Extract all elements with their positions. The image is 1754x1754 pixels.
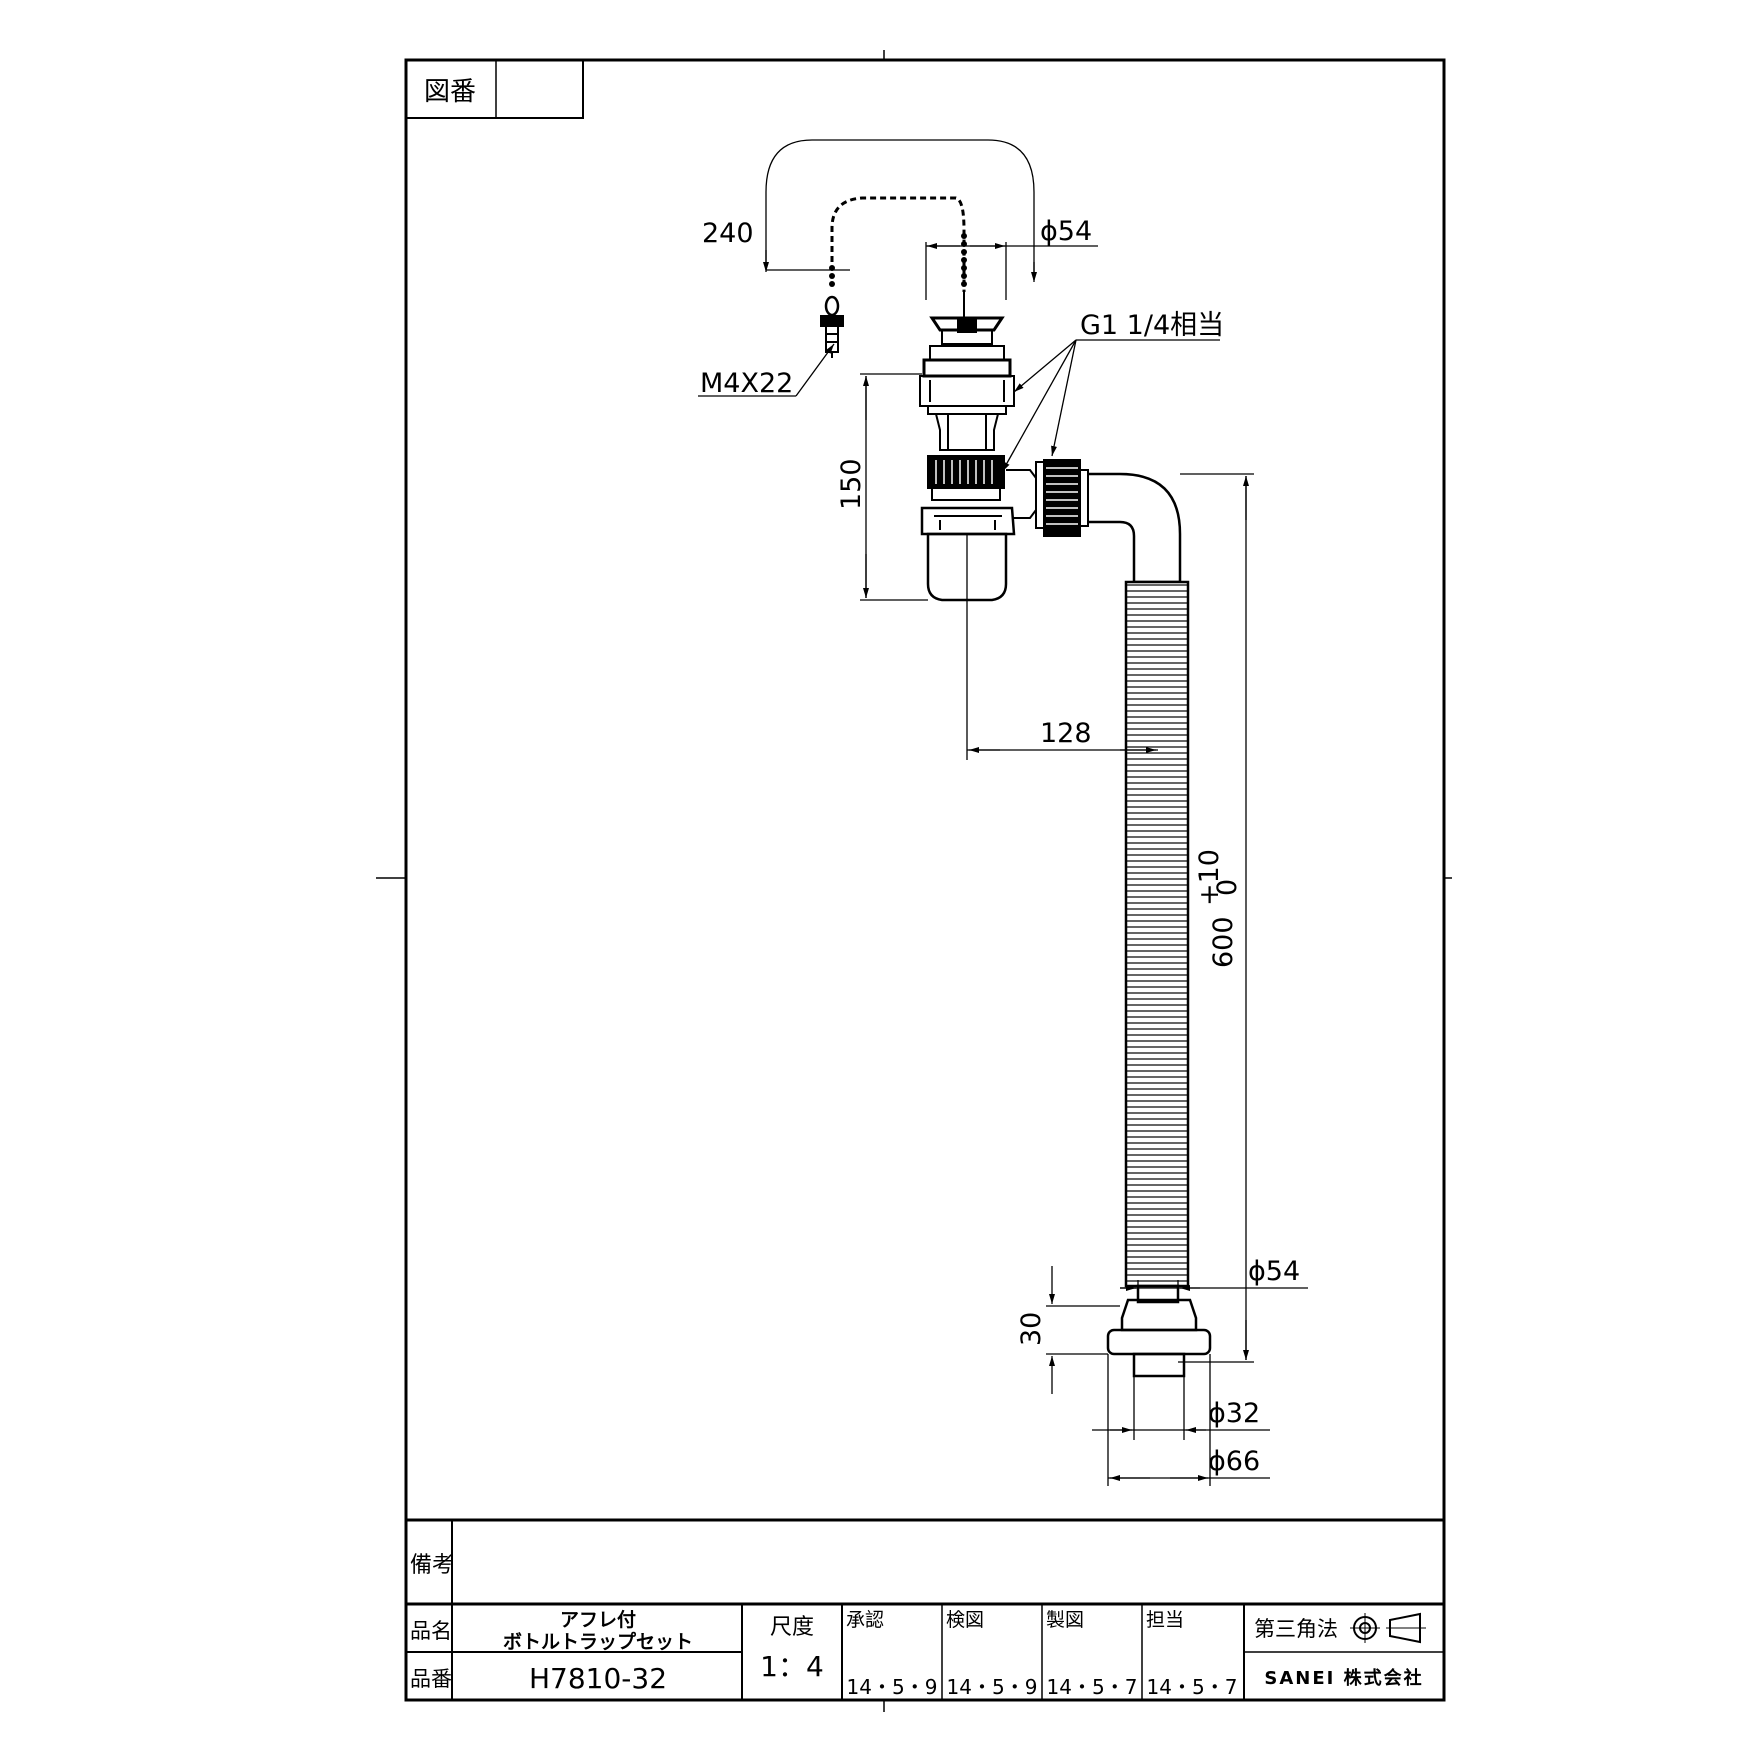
chain-beads bbox=[829, 233, 967, 287]
dim-hose-offset: 128 bbox=[1040, 718, 1092, 749]
corrugated-hose bbox=[1124, 580, 1190, 1288]
elbow-pipe bbox=[1088, 472, 1182, 584]
upper-body bbox=[919, 345, 1015, 451]
dimension-labels: 240 ϕ54 G1 1/4相当 M4X22 150 128 600 +10 0… bbox=[700, 216, 1300, 1477]
dim-hose-tol-upper: +10 bbox=[1194, 849, 1225, 906]
dim-chain-length: 240 bbox=[702, 218, 754, 249]
dim-socket-height: 30 bbox=[1016, 1312, 1047, 1346]
scale-value: 1：4 bbox=[760, 1650, 824, 1683]
trap-bowl bbox=[920, 506, 1016, 602]
dim-top-diameter: ϕ54 bbox=[1040, 216, 1092, 247]
scale-label: 尺度 bbox=[770, 1615, 814, 1640]
drain-plug bbox=[929, 290, 1005, 345]
approval-date-4: 14・5・7 bbox=[1147, 1675, 1238, 1699]
projection-label: 第三角法 bbox=[1254, 1617, 1338, 1641]
chain bbox=[830, 196, 966, 292]
chain-screw bbox=[820, 295, 844, 358]
drawing-number-label: 図番 bbox=[424, 77, 476, 107]
product-name-label: 品名 bbox=[410, 1619, 452, 1643]
drawing-number-box: 図番 bbox=[405, 59, 584, 119]
dim-bottom-diameter: ϕ54 bbox=[1248, 1256, 1300, 1287]
dim-screw: M4X22 bbox=[700, 368, 793, 399]
title-block: 備考 品名 アフレ付 ボトルトラップセット 品番 H7810-32 尺度 1：4… bbox=[406, 1518, 1444, 1700]
side-outlet bbox=[1006, 459, 1089, 537]
approval-date-2: 14・5・9 bbox=[947, 1675, 1038, 1699]
product-name-line1: アフレ付 bbox=[560, 1608, 636, 1631]
approval-label-1: 承認 bbox=[846, 1609, 884, 1631]
product-number: H7810-32 bbox=[529, 1662, 667, 1695]
approval-date-3: 14・5・7 bbox=[1047, 1675, 1138, 1699]
body-nut bbox=[927, 455, 1005, 501]
drawing-frame bbox=[404, 58, 1446, 1702]
approval-label-3: 製図 bbox=[1046, 1609, 1084, 1631]
dim-hose-tol-lower: 0 bbox=[1212, 879, 1243, 896]
third-angle-projection-icon bbox=[1350, 1612, 1426, 1644]
dim-hose-length: 600 bbox=[1208, 916, 1239, 968]
product-name-line2: ボトルトラップセット bbox=[503, 1630, 693, 1653]
dim-outlet-diameter: ϕ32 bbox=[1208, 1398, 1260, 1429]
company-name: SANEI 株式会社 bbox=[1264, 1667, 1423, 1689]
approval-label-2: 検図 bbox=[946, 1609, 984, 1631]
dimension-lines bbox=[698, 139, 1308, 1486]
approval-label-4: 担当 bbox=[1146, 1609, 1184, 1631]
product-number-label: 品番 bbox=[410, 1667, 452, 1691]
dim-thread: G1 1/4相当 bbox=[1080, 310, 1224, 341]
part-drawing bbox=[820, 196, 1212, 1378]
sheet-center-marks bbox=[376, 50, 1452, 1712]
dim-flange-diameter: ϕ66 bbox=[1208, 1446, 1260, 1477]
dim-body-height: 150 bbox=[836, 458, 867, 510]
remarks-label: 備考 bbox=[410, 1553, 454, 1578]
approval-date-1: 14・5・9 bbox=[847, 1675, 938, 1699]
